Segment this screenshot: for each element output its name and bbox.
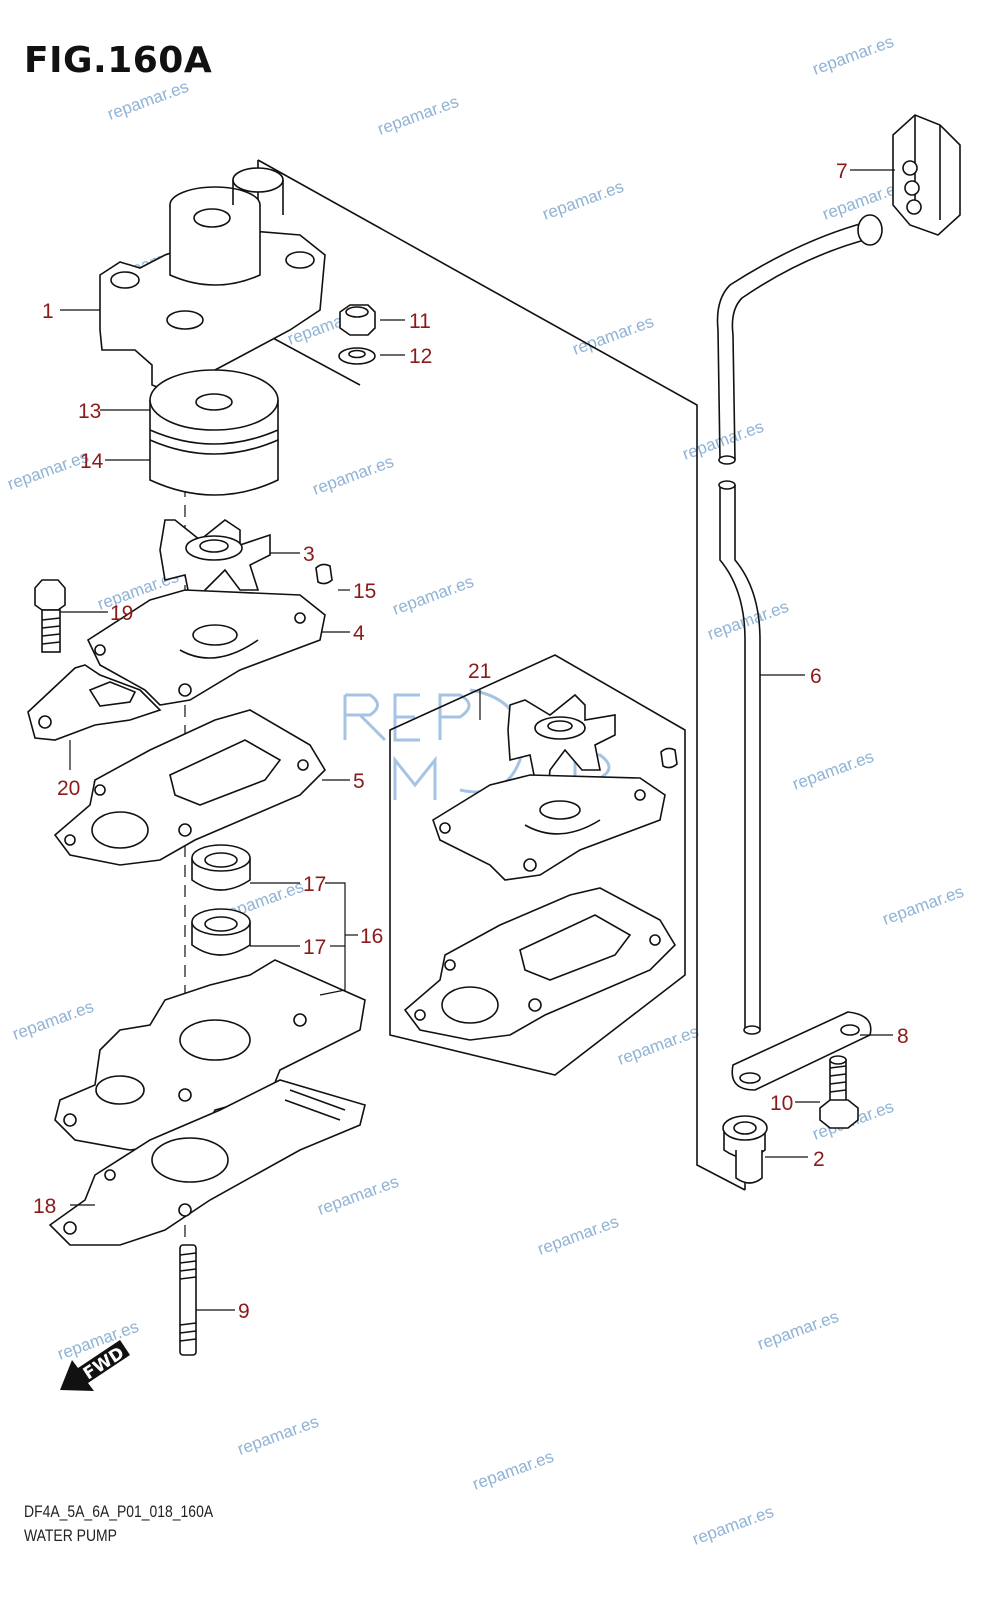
oil-seals <box>191 844 251 956</box>
callout-11: 11 <box>409 310 431 333</box>
figure-code: DF4A_5A_6A_P01_018_160A <box>24 1502 214 1521</box>
watermark: repamar.es <box>540 177 626 224</box>
gasket-5 <box>53 709 327 866</box>
callout-1: 1 <box>42 300 54 323</box>
callout-19: 19 <box>110 602 133 625</box>
callout-3: 3 <box>303 543 315 566</box>
callout-20: 20 <box>57 777 80 800</box>
watermark: repamar.es <box>690 1502 776 1549</box>
impeller-key <box>315 563 333 585</box>
pump-case <box>99 167 326 393</box>
watermark: repamar.es <box>615 1022 701 1069</box>
watermark: repamar.es <box>535 1212 621 1259</box>
callout-6: 6 <box>810 665 822 688</box>
watermark: repamar.es <box>310 452 396 499</box>
bolt-19 <box>34 579 66 653</box>
watermark: repamar.es <box>755 1307 841 1354</box>
callout-17a: 17 <box>303 873 326 896</box>
callout-16: 16 <box>360 925 383 948</box>
watermark: repamar.es <box>10 997 96 1044</box>
watermark: repamar.es <box>705 597 791 644</box>
watermark: repamar.es <box>235 1412 321 1459</box>
stud-9 <box>179 1244 197 1356</box>
callout-leaders <box>60 169 895 1311</box>
callout-17b: 17 <box>303 936 326 959</box>
callout-8: 8 <box>897 1025 909 1048</box>
nut-washer <box>338 304 376 365</box>
water-tube <box>716 214 883 1035</box>
grommet-7 <box>892 114 961 236</box>
callout-15: 15 <box>353 580 376 603</box>
callout-4: 4 <box>353 622 365 645</box>
figure-name: WATER PUMP <box>24 1526 117 1545</box>
watermark: repamar.es <box>5 447 91 494</box>
callout-9: 9 <box>238 1300 250 1323</box>
watermark: repamar.es <box>315 1172 401 1219</box>
callout-14: 14 <box>80 450 104 473</box>
callout-18: 18 <box>33 1195 56 1218</box>
watermark: repamar.es <box>810 32 896 79</box>
watermark: repamar.es <box>880 882 966 929</box>
impeller <box>159 519 271 612</box>
impeller-liner <box>149 369 279 496</box>
pump-housing <box>54 959 366 1151</box>
callout-7: 7 <box>836 160 848 183</box>
callout-21: 21 <box>468 660 491 683</box>
callout-13: 13 <box>78 400 101 423</box>
gasket-18 <box>48 1079 366 1246</box>
figure-title: FIG.160A <box>24 40 213 81</box>
watermark: repamar.es <box>470 1447 556 1494</box>
repair-kit <box>403 693 678 1041</box>
callout-numbers: 1 2 3 4 5 6 7 8 9 10 11 12 13 14 15 16 1… <box>33 160 909 1323</box>
bushing-2 <box>722 1115 768 1184</box>
callout-5: 5 <box>353 770 365 793</box>
clamp-8 <box>731 1011 872 1091</box>
pump-plate <box>86 589 326 706</box>
watermark: repamar.es <box>390 572 476 619</box>
gasket-20 <box>27 664 162 741</box>
callout-12: 12 <box>409 345 432 368</box>
bolt-10 <box>819 1055 859 1129</box>
watermark: repamar.es <box>790 747 876 794</box>
watermark: repamar.es <box>105 77 191 124</box>
callout-10: 10 <box>770 1092 793 1115</box>
watermark: repamar.es <box>375 92 461 139</box>
watermark: repamar.es <box>570 312 656 359</box>
callout-2: 2 <box>813 1148 825 1171</box>
